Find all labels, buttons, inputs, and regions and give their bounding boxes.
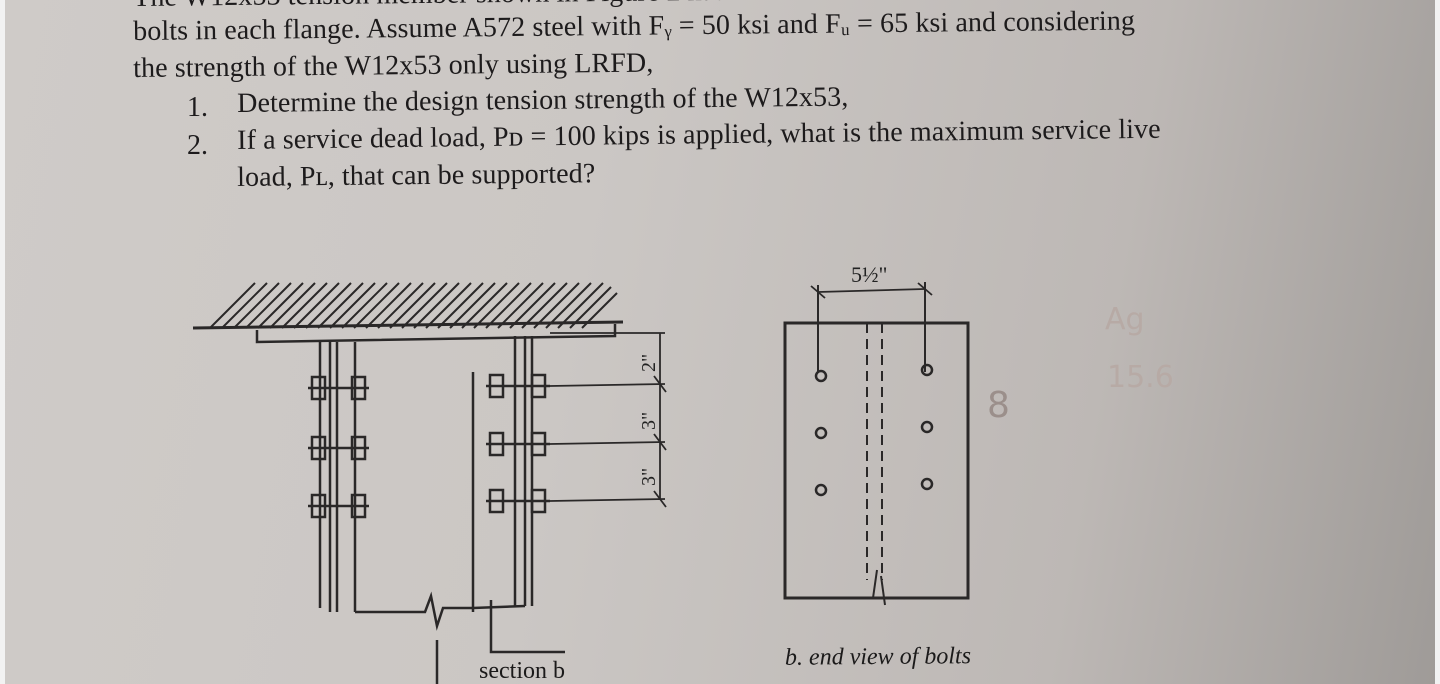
support-hatching [209,282,618,329]
handwritten-note-ag: Ag [1105,302,1145,337]
end-view-drawing [783,282,970,606]
caption-section-b: section b [479,658,565,684]
item-1-number: 1. [187,92,208,123]
handwritten-note-area: 15.6 [1107,360,1174,395]
photo: The W12x53 tension member shown in Figur… [5,0,1435,684]
caption-end-view: b. end view of bolts [784,643,972,671]
dimension-3in-upper: 3" [638,412,660,430]
bolt-group-left [308,375,369,519]
bolt-group-right [486,373,550,514]
dimension-2in: 2" [638,354,660,372]
handwritten-note-8: 8 [987,385,1010,426]
dimension-3in-lower: 3" [638,468,660,486]
dimension-bolt-gage: 5½" [851,262,887,287]
connection-figure: 2" 3" 3" 5½" [192,262,970,684]
item-2-number: 2. [187,130,208,161]
